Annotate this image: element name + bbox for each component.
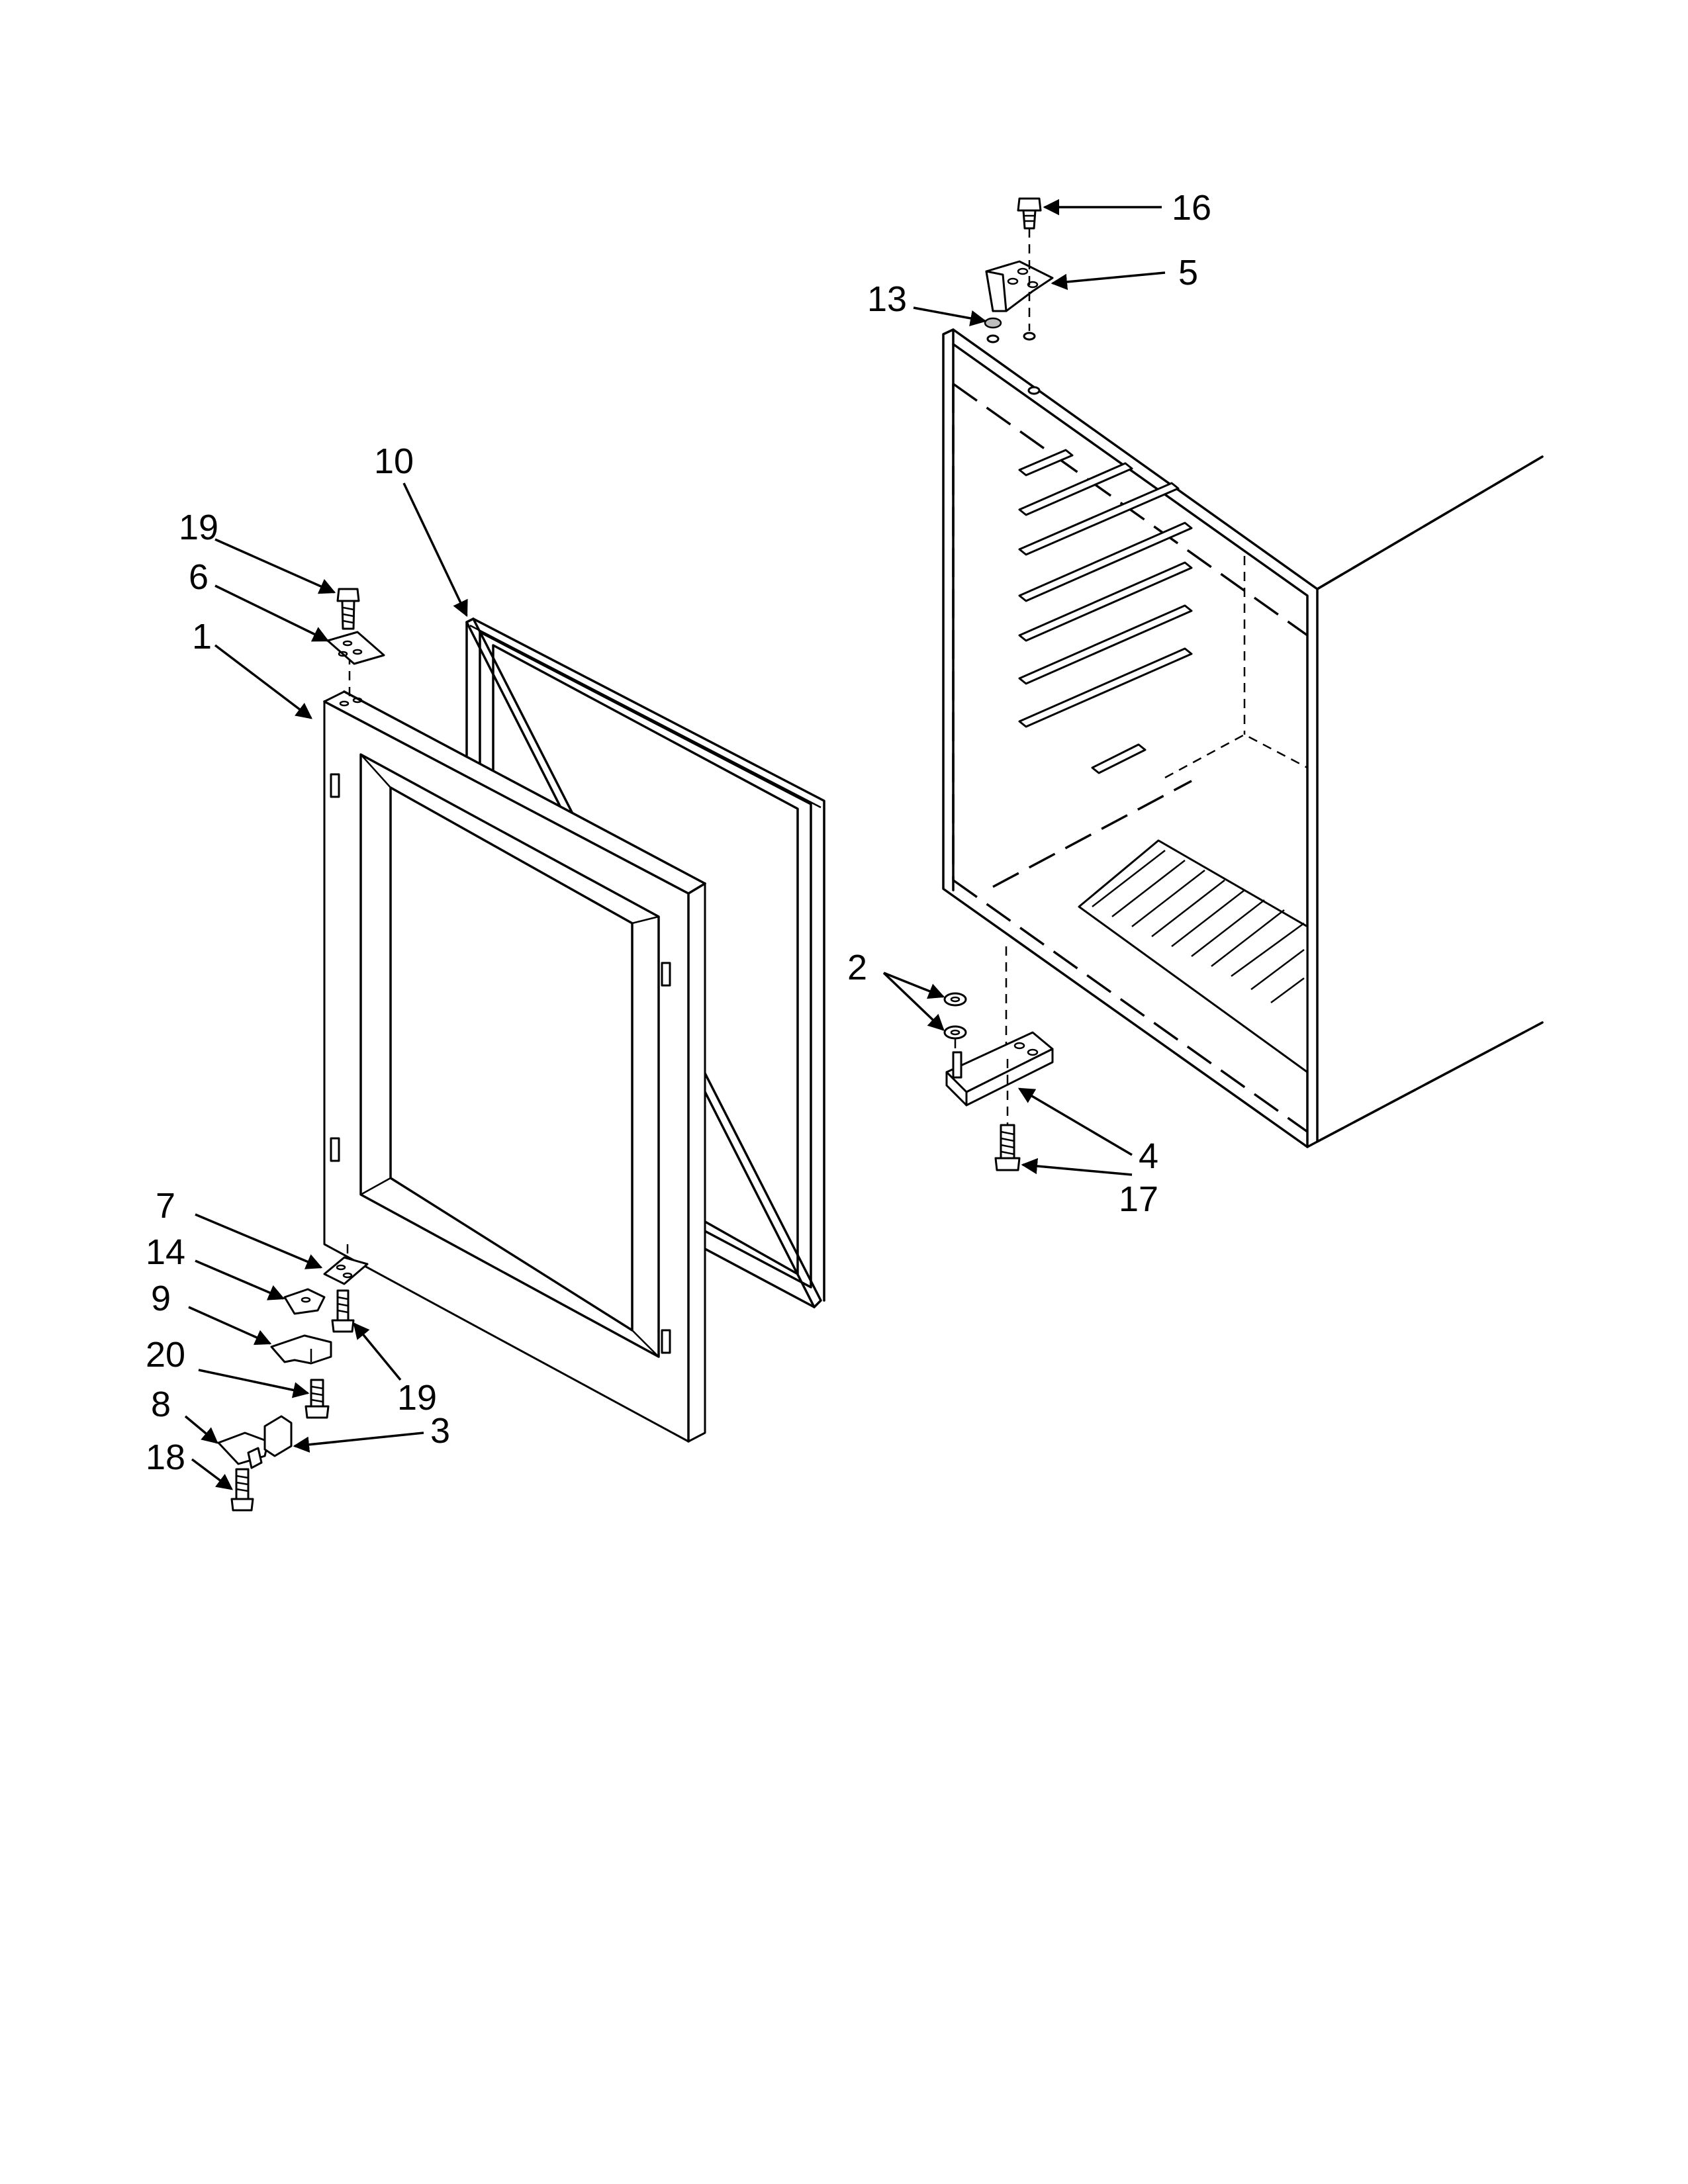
callout-2: 2: [847, 948, 867, 987]
top-hinge-5: [985, 260, 1054, 312]
bottom-hinge-4: [945, 1031, 1054, 1107]
callout-17: 17: [1119, 1179, 1158, 1219]
washers-2: [943, 992, 967, 1040]
screw-18: [230, 1468, 254, 1512]
callout-7: 7: [156, 1186, 175, 1226]
callout-1: 1: [192, 617, 212, 657]
floor-grille: [1078, 839, 1309, 1073]
callout-18: 18: [146, 1437, 185, 1477]
screw-20: [305, 1379, 330, 1419]
callout-19-top: 19: [179, 508, 218, 547]
shelf-rails: [1018, 449, 1193, 728]
screw-16: [1017, 197, 1042, 230]
callout-19-bottom: 19: [397, 1378, 437, 1418]
callout-4: 4: [1139, 1136, 1158, 1176]
door-frame-1: [323, 690, 706, 1443]
callout-5: 5: [1178, 253, 1198, 293]
callout-3: 3: [430, 1411, 450, 1451]
hinge-plate-6: [326, 631, 385, 665]
leader-lines: [184, 199, 1166, 1490]
screw-19-bottom: [331, 1289, 355, 1333]
callout-16: 16: [1172, 188, 1211, 228]
cabinet: [942, 318, 1544, 1148]
callout-10: 10: [374, 441, 414, 481]
screw-19-top: [336, 588, 360, 630]
bracket-9: [270, 1334, 332, 1365]
slot: [330, 773, 340, 798]
callout-8: 8: [151, 1385, 171, 1424]
callout-6: 6: [189, 557, 209, 597]
hinge-pin-3: [247, 1415, 293, 1469]
callout-20: 20: [146, 1335, 185, 1375]
callout-14: 14: [146, 1232, 185, 1272]
spacer-14: [283, 1288, 326, 1315]
hinge-plate-7: [323, 1256, 369, 1285]
callout-labels: 16 5 13 10 19 6 1 2 4 17 7 14 9 20 19 8 …: [146, 188, 1211, 1477]
callout-9: 9: [151, 1279, 171, 1318]
callout-13: 13: [867, 279, 907, 319]
washer-13: [984, 317, 1002, 329]
screw-17: [994, 1124, 1021, 1171]
